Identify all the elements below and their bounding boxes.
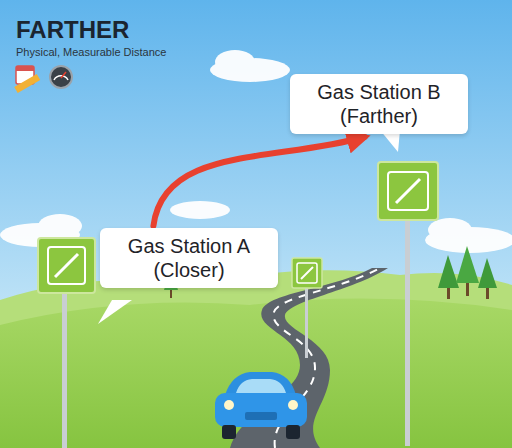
bubble-text: Gas Station B (Farther) bbox=[300, 80, 458, 128]
clouds bbox=[0, 50, 512, 253]
sign-b bbox=[378, 162, 438, 446]
bubble-tails bbox=[98, 130, 400, 324]
speech-bubble: Gas Station B (Farther) bbox=[290, 74, 468, 134]
bubble-text: Gas Station A (Closer) bbox=[110, 234, 268, 282]
icons bbox=[14, 66, 72, 93]
curved-arrow bbox=[153, 137, 364, 226]
sign-a bbox=[38, 238, 95, 448]
speech-bubble: Gas Station A (Closer) bbox=[100, 228, 278, 288]
title: FARTHER bbox=[16, 16, 129, 44]
near-hills bbox=[0, 299, 512, 448]
sign-middle bbox=[292, 258, 322, 358]
car bbox=[215, 372, 307, 439]
far-hills bbox=[0, 270, 512, 448]
subtitle: Physical, Measurable Distance bbox=[16, 46, 166, 58]
